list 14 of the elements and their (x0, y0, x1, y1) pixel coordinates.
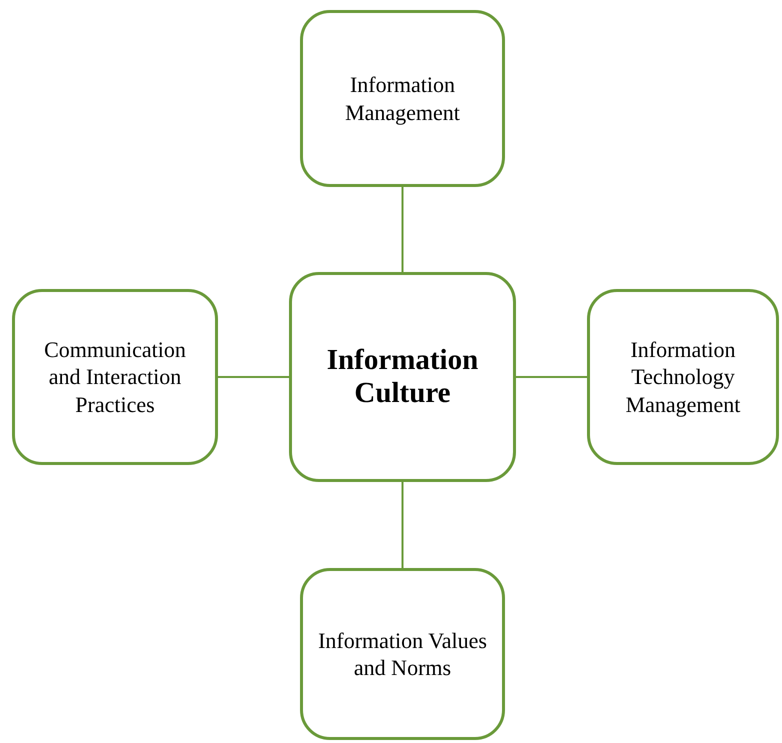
rounded-box (587, 289, 779, 465)
connector-line (516, 376, 587, 378)
connector-line (218, 376, 289, 378)
central-topic-text: Information Culture (326, 344, 480, 410)
rounded-box (300, 10, 505, 187)
topic-text: Communication and Interaction Practices (43, 336, 187, 418)
connector-line (402, 187, 404, 272)
topic-text: Information Values and Norms (317, 626, 488, 682)
topic-text: Information Management (344, 71, 461, 126)
topic-text: Information Technology Management (624, 336, 742, 418)
connector-line (402, 482, 404, 568)
rounded-box (12, 289, 218, 465)
rounded-box (300, 568, 505, 740)
central-rounded-box (289, 272, 516, 482)
